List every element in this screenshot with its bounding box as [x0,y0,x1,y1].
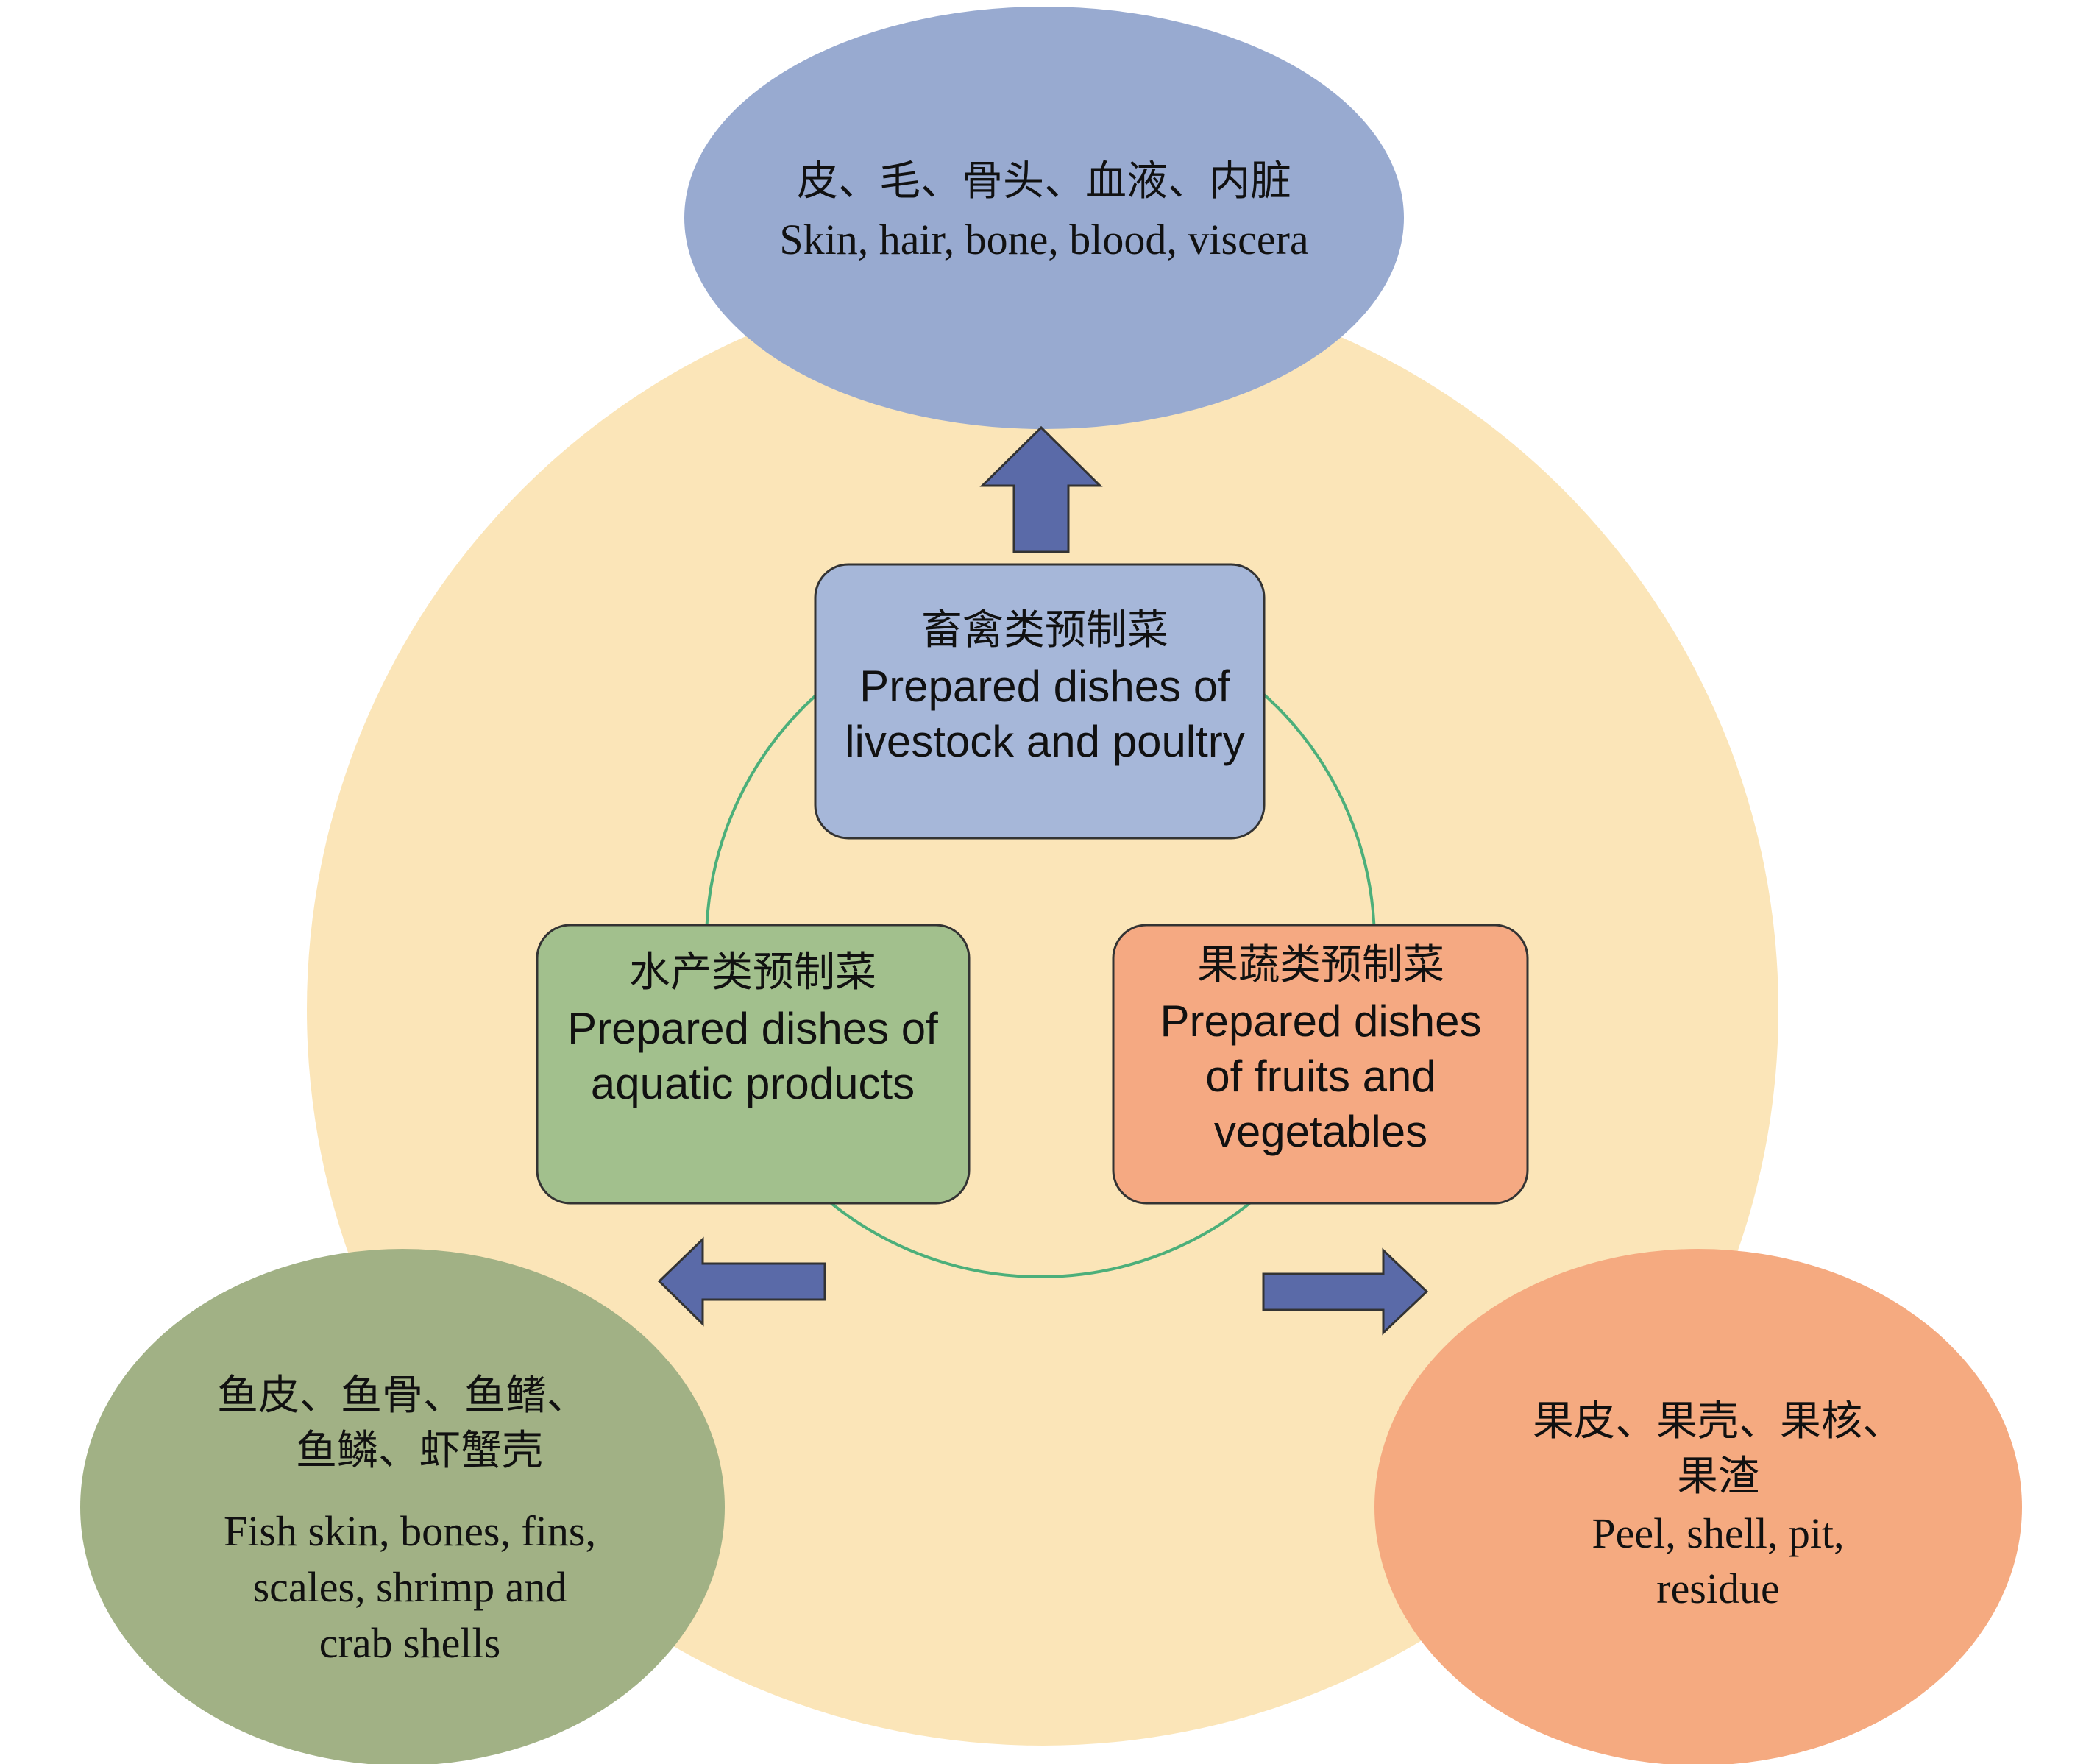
arrow-up-icon [979,425,1103,553]
aquatic-byproducts-cn-1: 鱼皮、鱼骨、鱼鳍、 [217,1372,588,1420]
aquatic-box-en-2: aquatic products [591,1059,915,1108]
livestock-byproducts-cn: 皮、毛、骨头、血液、内脏 [797,157,1291,205]
fruit-byproducts-en-2: residue [1656,1565,1780,1612]
aquatic-box-en-1: Prepared dishes of [567,1004,938,1053]
livestock-box [814,563,1266,840]
fruit-byproducts-ellipse [1374,1249,2022,1764]
fruit-box-en-2: of fruits and [1205,1052,1436,1101]
livestock-box-en-1: Prepared dishes of [859,662,1230,711]
fruit-box [1112,924,1529,1205]
fruit-byproducts-cn-1: 果皮、果壳、果核、 [1533,1398,1904,1445]
aquatic-byproducts-cn-2: 鱼鳞、虾蟹壳 [296,1427,543,1475]
fruit-box-en-1: Prepared dishes [1160,996,1482,1046]
livestock-box-en-2: livestock and poultry [845,717,1245,766]
livestock-byproducts-ellipse [684,7,1404,429]
arrow-right-icon [1262,1247,1429,1336]
fruit-byproducts-en-1: Peel, shell, pit, [1592,1509,1844,1557]
fruit-box-cn: 果蔬类预制菜 [1197,941,1444,989]
aquatic-box-cn: 水产类预制菜 [629,949,876,996]
aquatic-byproducts-en-1: Fish skin, bones, fins, [224,1507,596,1555]
arrow-left-icon [657,1236,826,1327]
fruit-box-en-3: vegetables [1214,1107,1427,1156]
aquatic-byproducts-en-3: crab shells [319,1619,500,1667]
aquatic-byproducts-en-2: scales, shrimp and [253,1563,567,1611]
fruit-byproducts-cn-2: 果渣 [1677,1453,1759,1501]
livestock-byproducts-en: Skin, hair, bone, blood, viscera [779,216,1308,263]
aquatic-byproducts-ellipse [80,1249,725,1764]
aquatic-box [536,924,971,1205]
livestock-box-cn: 畜禽类预制菜 [921,606,1168,654]
